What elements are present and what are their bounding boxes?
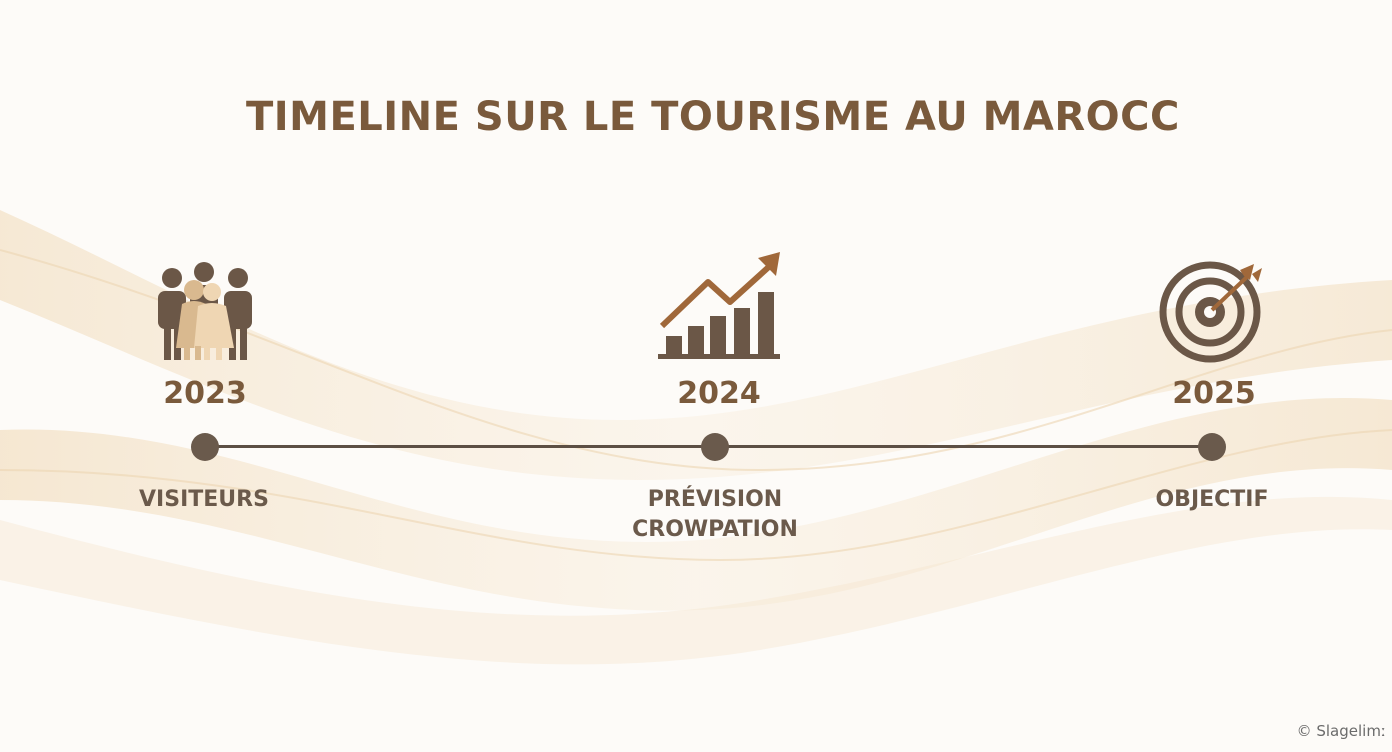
credit-text: © Slagelimː [1296, 722, 1386, 740]
milestone-label-2025: OBJECTIF [1155, 485, 1268, 515]
timeline-dot-2023 [191, 433, 219, 461]
timeline-dot-2025 [1198, 433, 1226, 461]
label-line: VISITEURS [139, 487, 269, 512]
label-line: PRÉVISION [647, 487, 783, 512]
year-2025: 2025 [1172, 376, 1256, 411]
growth-chart-icon [658, 252, 780, 359]
target-icon [1159, 261, 1262, 363]
label-line: OBJECTIF [1155, 487, 1269, 512]
milestone-label-2023: VISITEURS [139, 485, 269, 515]
label-line: CROWPATION [632, 517, 798, 542]
page-title: TIMELINE SUR LE TOURISME AU MAROCC [246, 94, 1180, 140]
people-group-icon [158, 262, 252, 360]
milestone-label-2024: PRÉVISION CROWPATION [632, 485, 798, 545]
year-2024: 2024 [677, 376, 761, 411]
year-2023: 2023 [163, 376, 247, 411]
timeline-dot-2024 [701, 433, 729, 461]
